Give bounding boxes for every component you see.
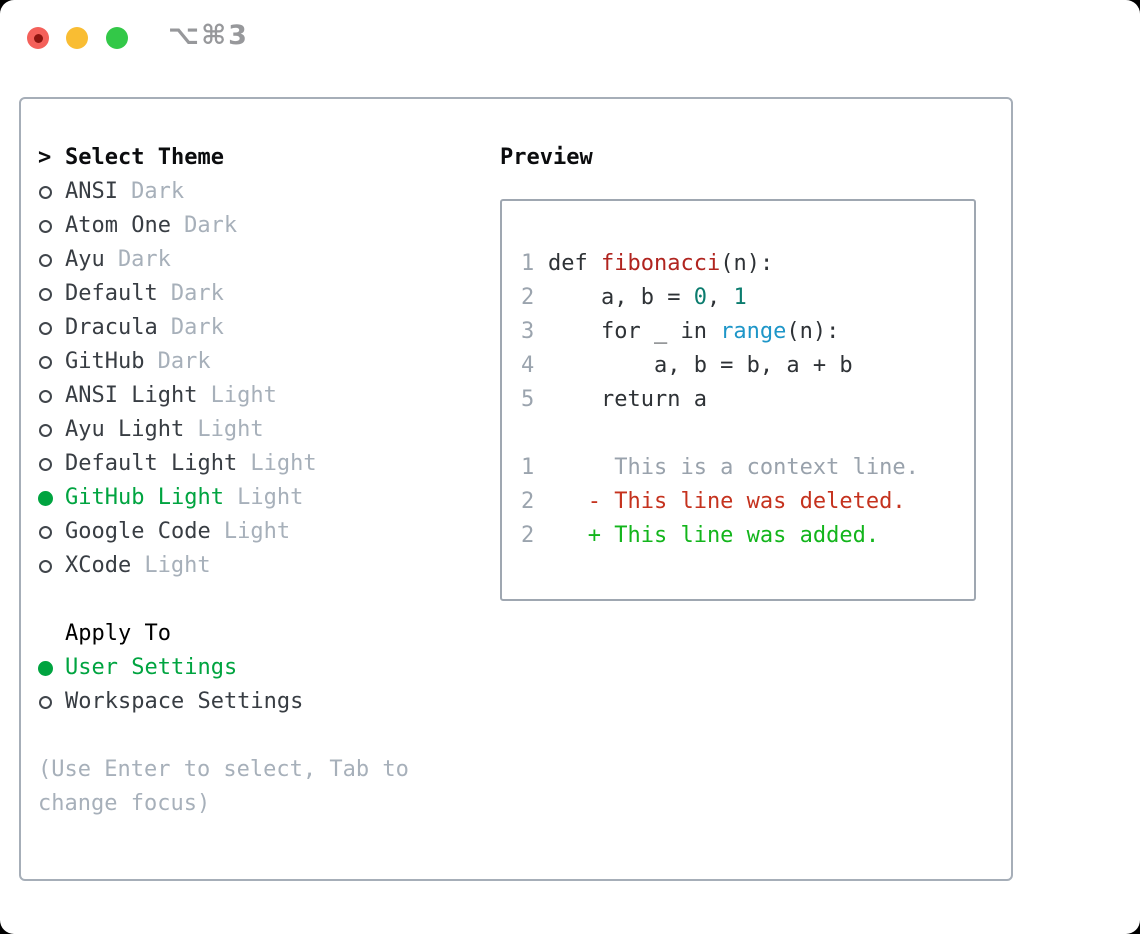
theme-option-atom-one-dark[interactable]: Atom One Dark [38, 209, 478, 243]
theme-option-ayu-dark[interactable]: Ayu Dark [38, 243, 478, 277]
line-number: 1 [521, 455, 535, 480]
theme-option-github-dark[interactable]: GitHub Dark [38, 345, 478, 379]
close-button[interactable] [27, 27, 49, 49]
theme-tag: Light [250, 451, 317, 476]
apply-option-workspace-settings[interactable]: Workspace Settings [38, 685, 478, 719]
radio-unselected-icon [38, 559, 65, 573]
theme-option-default-dark[interactable]: Default Dark [38, 277, 478, 311]
preview-title: Preview [500, 145, 593, 170]
theme-tag: Dark [170, 315, 224, 340]
diff-added-line: 2 + This line was added. [521, 519, 966, 553]
zoom-button[interactable] [106, 27, 128, 49]
blank-line [521, 417, 966, 451]
radio-unselected-icon [38, 321, 65, 335]
theme-list: > Select Theme ANSI Dark Atom One Dark A… [38, 141, 478, 821]
theme-option-ayu-light[interactable]: Ayu Light Light [38, 413, 478, 447]
select-theme-header: > Select Theme [38, 141, 478, 175]
theme-tag: Light [197, 417, 264, 442]
line-number: 2 [521, 285, 535, 310]
theme-tag: Light [210, 383, 277, 408]
line-number: 1 [521, 251, 535, 276]
radio-unselected-icon [38, 219, 65, 233]
theme-tag: Light [223, 519, 291, 544]
theme-option-dracula-dark[interactable]: Dracula Dark [38, 311, 478, 345]
theme-tag: Light [237, 485, 304, 510]
radio-unselected-icon [38, 457, 65, 471]
theme-tag: Light [144, 553, 211, 578]
theme-tag: Dark [157, 349, 211, 374]
spacer [38, 583, 478, 617]
code-line: 4 a, b = b, a + b [521, 349, 966, 383]
code-line: 3 for _ in range(n): [521, 315, 966, 349]
code-line: 2 a, b = 0, 1 [521, 281, 966, 315]
radio-unselected-icon [38, 389, 65, 403]
keyboard-hint-line-2: change focus) [38, 791, 211, 816]
radio-selected-icon [38, 490, 65, 506]
minimize-button[interactable] [66, 27, 88, 49]
apply-to-title: Apply To [65, 621, 171, 646]
radio-unselected-icon [38, 695, 65, 709]
apply-to-header: Apply To [38, 617, 478, 651]
line-number: 3 [521, 319, 535, 344]
radio-unselected-icon [38, 355, 65, 369]
theme-tag: Dark [131, 179, 185, 204]
select-theme-title: Select Theme [65, 145, 224, 170]
radio-selected-icon [38, 660, 65, 676]
line-number: 2 [521, 523, 535, 548]
radio-unselected-icon [38, 253, 65, 267]
radio-unselected-icon [38, 423, 65, 437]
keyboard-hint-line-1: (Use Enter to select, Tab to [38, 757, 409, 782]
line-number: 5 [521, 387, 535, 412]
theme-picker-panel: > Select Theme ANSI Dark Atom One Dark A… [19, 97, 1013, 881]
theme-tag: Dark [170, 281, 224, 306]
close-dot-icon [33, 33, 43, 43]
apply-option-user-settings[interactable]: User Settings [38, 651, 478, 685]
radio-unselected-icon [38, 185, 65, 199]
theme-tag: Dark [117, 247, 171, 272]
theme-option-github-light[interactable]: GitHub Light Light [38, 481, 478, 515]
code-line: 5 return a [521, 383, 966, 417]
theme-option-google-code[interactable]: Google Code Light [38, 515, 478, 549]
diff-deleted-line: 2 - This line was deleted. [521, 485, 966, 519]
theme-option-default-light[interactable]: Default Light Light [38, 447, 478, 481]
prompt-marker-icon: > [38, 145, 52, 170]
titlebar: ⌥⌘3 [0, 0, 1140, 78]
theme-tag: Dark [184, 213, 238, 238]
radio-unselected-icon [38, 287, 65, 301]
radio-unselected-icon [38, 525, 65, 539]
line-number: 4 [521, 353, 535, 378]
line-number: 2 [521, 489, 535, 514]
diff-context-line: 1 This is a context line. [521, 451, 966, 485]
window-shortcut-label: ⌥⌘3 [168, 20, 249, 51]
theme-option-ansi-dark[interactable]: ANSI Dark [38, 175, 478, 209]
spacer [38, 719, 478, 753]
theme-option-ansi-light[interactable]: ANSI Light Light [38, 379, 478, 413]
theme-option-xcode[interactable]: XCode Light [38, 549, 478, 583]
